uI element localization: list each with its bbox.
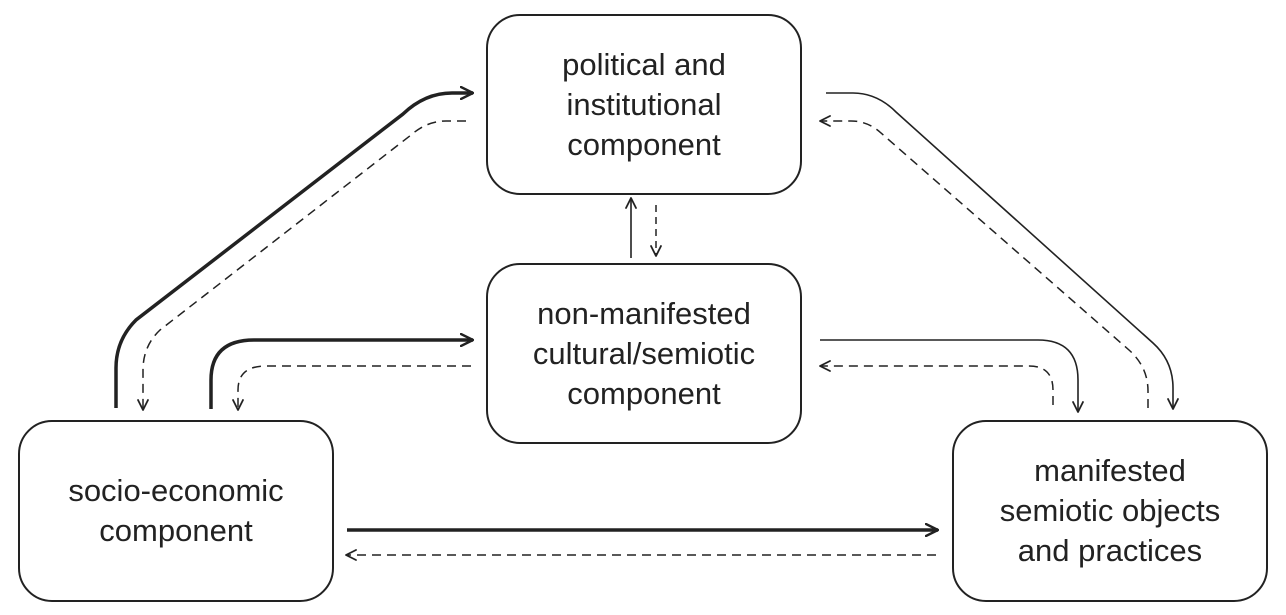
socio-economic-label: socio-economic component: [68, 473, 284, 548]
arrow-political-to-socio: [137, 120, 466, 411]
political-institutional-label: political and institutional component: [562, 46, 726, 162]
socio-economic-node: socio-economic component: [18, 420, 334, 602]
arrow-socio-to-political: [114, 93, 473, 408]
arrow-cultural-to-manifest: [820, 339, 1084, 413]
arrow-cultural-to-socio: [232, 365, 471, 411]
political-institutional-node: political and institutional component: [486, 14, 802, 195]
arrow-manifest-to-cultural: [819, 360, 1054, 405]
arrow-manifest-to-political: [819, 115, 1149, 408]
manifested-semiotic-node: manifested semiotic objects and practice…: [952, 420, 1268, 602]
non-manifested-cultural-node: non-manifested cultural/semiotic compone…: [486, 263, 802, 444]
manifested-semiotic-label: manifested semiotic objects and practice…: [999, 453, 1221, 568]
arrow-socio-to-cultural: [209, 340, 473, 409]
arrow-political-to-manifest: [826, 92, 1179, 410]
non-manifested-cultural-label: non-manifested cultural/semiotic compone…: [532, 295, 756, 411]
